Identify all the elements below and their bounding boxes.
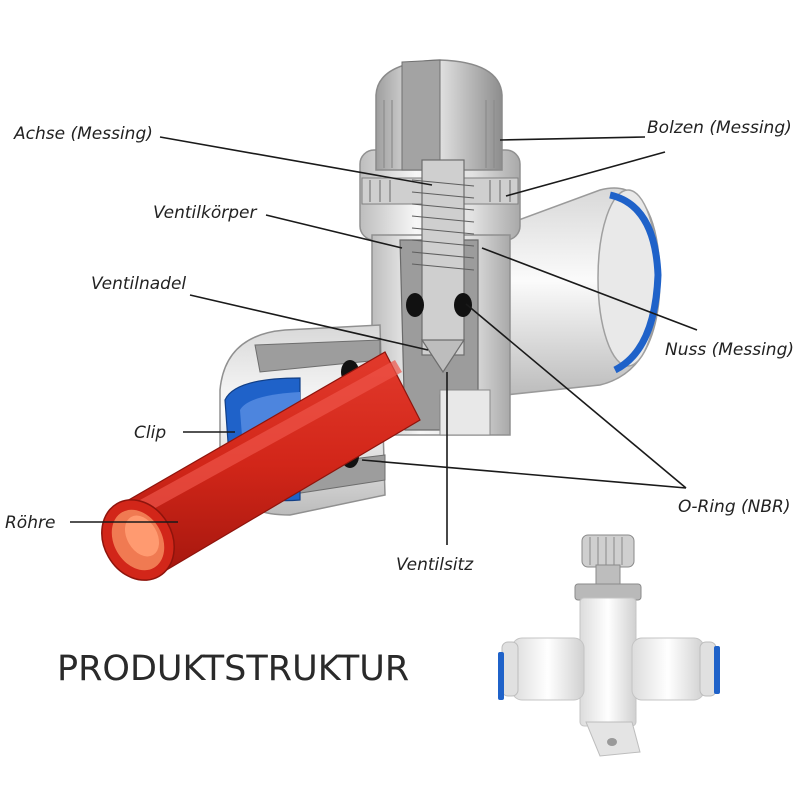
right-arm — [504, 187, 662, 396]
label-clip: Clip — [134, 423, 166, 443]
tube — [101, 351, 421, 581]
page-title: PRODUKTSTRUKTUR — [57, 649, 409, 689]
leader-lines — [70, 136, 698, 545]
cutaway-illustration — [101, 59, 662, 581]
label-nuss: Nuss (Messing) — [665, 340, 794, 360]
knob — [375, 59, 503, 171]
labels: Achse (Messing) Bolzen (Messing) Ventilk… — [5, 118, 794, 575]
label-ventilsitz: Ventilsitz — [396, 555, 474, 575]
axle-needle — [411, 159, 475, 374]
o-rings-body — [406, 293, 472, 317]
label-ventilkoerper: Ventilkörper — [153, 203, 257, 223]
label-oring: O-Ring (NBR) — [678, 497, 790, 517]
label-ventilnadel: Ventilnadel — [91, 274, 186, 294]
label-roehre: Röhre — [5, 513, 55, 533]
product-photo — [498, 534, 720, 757]
label-achse: Achse (Messing) — [13, 124, 153, 144]
label-bolzen: Bolzen (Messing) — [647, 118, 792, 138]
